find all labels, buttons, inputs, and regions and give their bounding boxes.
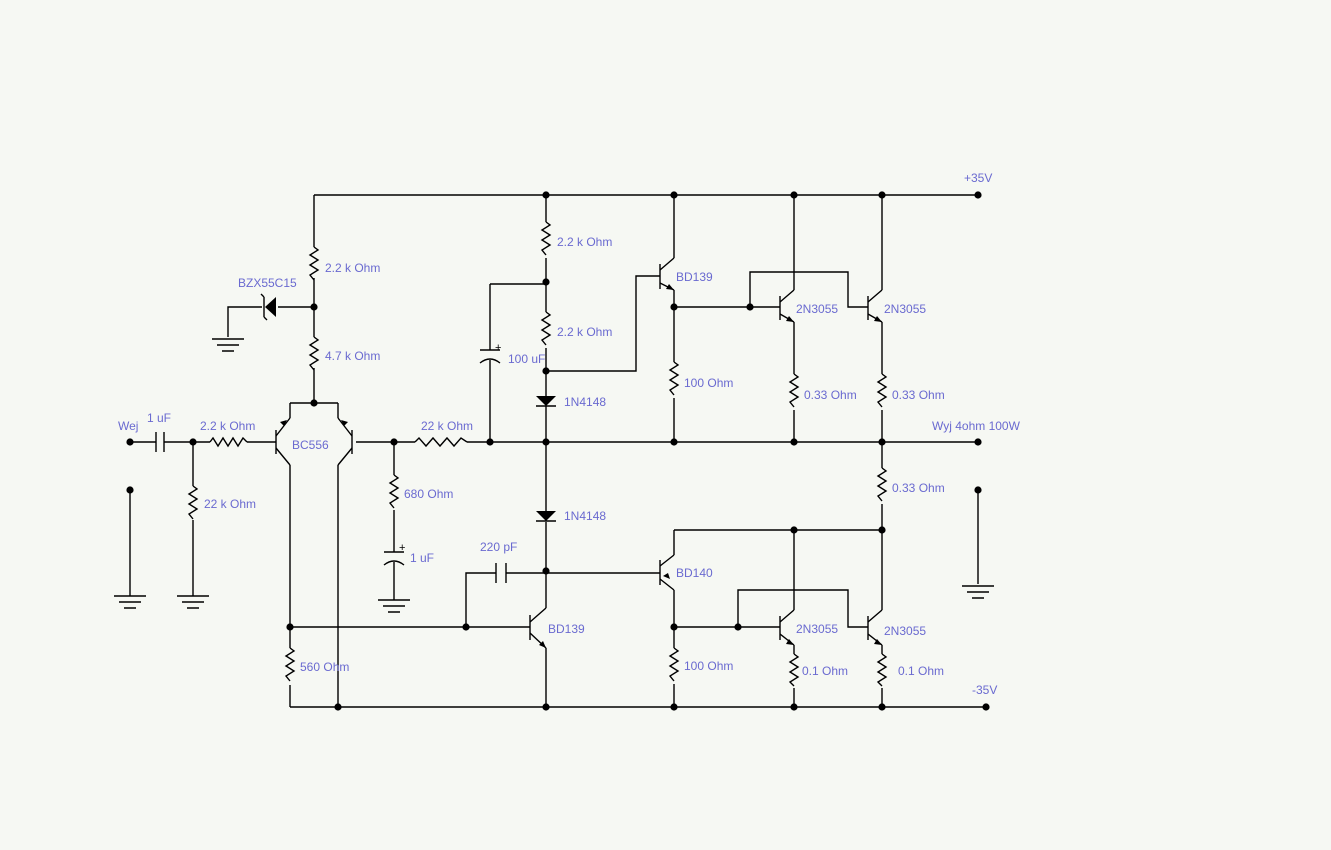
label-d1: 1N4148: [564, 395, 606, 409]
label-r-zener: 2.2 k Ohm: [325, 261, 380, 275]
input-label: Wej: [118, 419, 138, 433]
resistor-emit-mid: [876, 467, 888, 502]
capacitor-fb: +: [383, 542, 405, 566]
label-q-out4: 2N3055: [884, 624, 926, 638]
label-r-drv-top: 100 Ohm: [684, 376, 733, 390]
transistor-2n3055-4: [867, 609, 883, 646]
label-q-driver-bot: BD140: [676, 566, 713, 580]
capacitor-bootstrap: +: [479, 342, 501, 364]
resistor-load-diff: [284, 647, 296, 682]
junction-dots: [126, 191, 990, 711]
ground-icon: [962, 585, 994, 599]
label-r-bias-in: 22 k Ohm: [204, 497, 256, 511]
ground-icon: [378, 599, 410, 613]
resistor-tail: [308, 336, 320, 371]
ground-icon: [177, 595, 209, 609]
label-r-emit1: 0.33 Ohm: [804, 388, 857, 402]
label-q-out2: 2N3055: [884, 302, 926, 316]
resistor-drv-bot: [668, 647, 680, 682]
label-q-out1: 2N3055: [796, 302, 838, 316]
transistor-2n3055-1: [779, 289, 795, 323]
resistor-bias-in: [187, 485, 199, 520]
svg-text:+: +: [399, 542, 405, 554]
svg-text:+: +: [495, 342, 501, 354]
resistor-drv-top: [668, 361, 680, 396]
transistors: [275, 257, 883, 649]
label-r-in: 2.2 k Ohm: [200, 419, 255, 433]
resistor-emit2: [876, 373, 888, 408]
resistor-fb-ground: [388, 474, 400, 509]
resistor-emit4: [876, 653, 888, 687]
resistor-feedback: [414, 436, 468, 448]
label-c-in: 1 uF: [147, 411, 171, 425]
labels: +35V -35V Wej Wyj 4ohm 100W 1 uF 2.2 k O…: [118, 171, 1021, 697]
label-c-bootstrap: 100 uF: [508, 352, 545, 366]
label-r-feedback: 22 k Ohm: [421, 419, 473, 433]
transistor-bd139-vas: [529, 607, 547, 649]
capacitor-in: [155, 432, 165, 452]
resistor-vas-mid: [540, 311, 552, 346]
label-r-vas-mid: 2.2 k Ohm: [557, 325, 612, 339]
label-q-diff: BC556: [292, 438, 329, 452]
resistors: [187, 221, 888, 687]
ground-icon: [212, 338, 244, 352]
label-q-driver-top: BD139: [676, 270, 713, 284]
output-label: Wyj 4ohm 100W: [932, 419, 1021, 433]
label-zener: BZX55C15: [238, 276, 297, 290]
label-d2: 1N4148: [564, 509, 606, 523]
resistor-zener: [308, 246, 320, 281]
resistor-emit1: [788, 373, 800, 408]
label-r-fb-ground: 680 Ohm: [404, 487, 453, 501]
resistor-vas-top: [540, 221, 552, 256]
label-r-vas-top: 2.2 k Ohm: [557, 235, 612, 249]
label-q-vas: BD139: [548, 622, 585, 636]
ground-symbols: [114, 338, 994, 613]
rail-positive-label: +35V: [964, 171, 992, 185]
transistor-bc556-right: [337, 417, 353, 466]
transistor-bd139-driver: [659, 257, 675, 291]
label-c-fb: 1 uF: [410, 551, 434, 565]
transistor-bd140-driver: [659, 554, 675, 591]
diode-1n4148-a: [536, 396, 556, 407]
resistor-emit3: [788, 653, 800, 687]
zener-diode: [260, 293, 276, 321]
capacitor-miller: [495, 563, 507, 583]
resistor-in: [209, 436, 248, 448]
label-c-miller: 220 pF: [480, 540, 517, 554]
label-r-drv-bot: 100 Ohm: [684, 659, 733, 673]
label-r-emit4: 0.1 Ohm: [898, 664, 944, 678]
label-r-emit2: 0.33 Ohm: [892, 388, 945, 402]
label-q-out3: 2N3055: [796, 622, 838, 636]
label-r-load-diff: 560 Ohm: [300, 660, 349, 674]
diodes: [260, 293, 556, 522]
rail-negative-label: -35V: [972, 683, 997, 697]
transistor-bc556-left: [275, 417, 291, 466]
diode-1n4148-b: [536, 511, 556, 522]
ground-icon: [114, 595, 146, 609]
label-r-emit3: 0.1 Ohm: [802, 664, 848, 678]
transistor-2n3055-2: [867, 289, 883, 323]
capacitors: + +: [155, 342, 507, 583]
label-r-tail: 4.7 k Ohm: [325, 349, 380, 363]
transistor-2n3055-3: [779, 609, 795, 646]
label-r-emit-mid: 0.33 Ohm: [892, 481, 945, 495]
